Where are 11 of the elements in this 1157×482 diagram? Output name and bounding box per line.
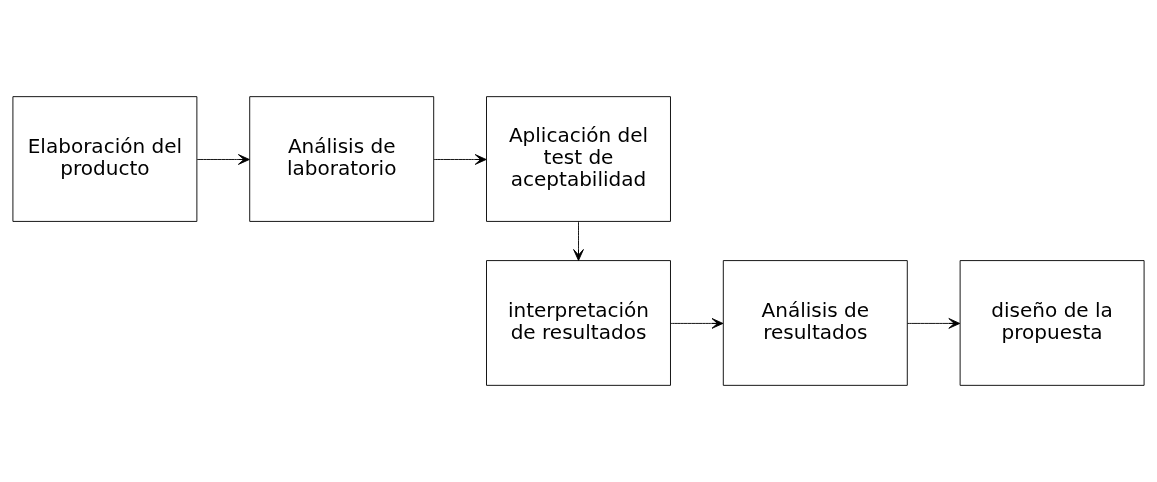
arrow bbox=[433, 154, 487, 165]
arrow bbox=[573, 221, 584, 261]
node-box: diseño de la propuesta bbox=[959, 260, 1145, 386]
arrow bbox=[196, 154, 250, 165]
node-box: Elaboración del producto bbox=[12, 96, 198, 222]
node-box: interpretación de resultados bbox=[486, 260, 671, 386]
node-box: Análisis de laboratorio bbox=[249, 96, 435, 222]
node-box: Aplicación del test de aceptabilidad bbox=[486, 96, 671, 222]
arrow bbox=[670, 318, 724, 329]
arrow bbox=[907, 318, 961, 329]
node-box: Análisis de resultados bbox=[722, 260, 908, 386]
